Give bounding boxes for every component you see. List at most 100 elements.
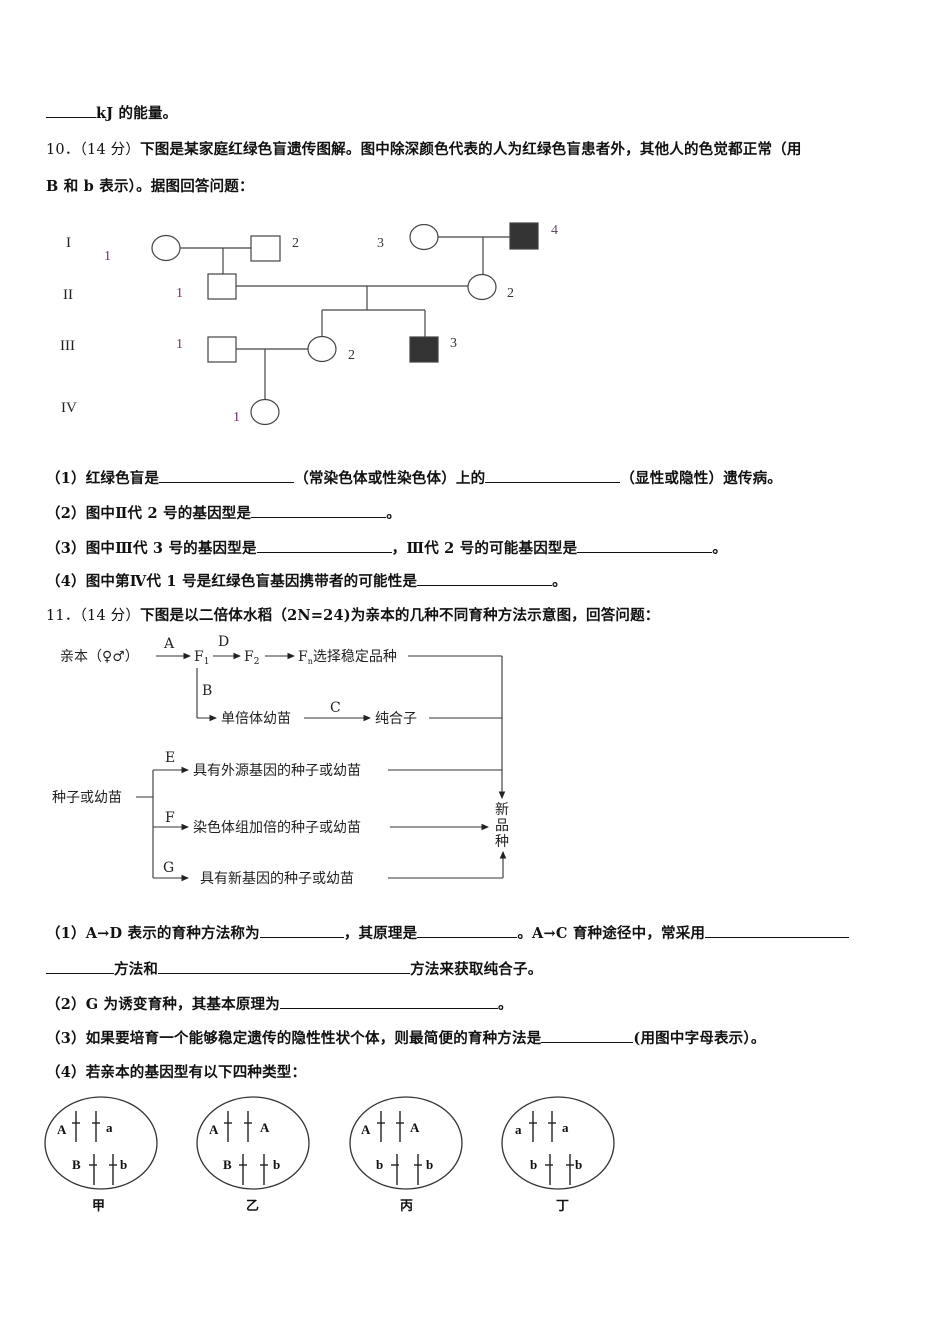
q11-sub3: （3）如果要培育一个能够稳定遗传的隐性性状个体，则最简便的育种方法是(用图中字母… — [46, 1027, 766, 1048]
arrow-label-C: C — [330, 700, 341, 716]
label-III2: 2 — [348, 348, 355, 363]
pedigree-III1-male — [207, 336, 237, 363]
q11-number: 11． — [46, 608, 80, 624]
allele-label: b — [120, 1157, 127, 1172]
node-new-variety-3: 种 — [495, 834, 509, 850]
allele-label: A — [209, 1122, 219, 1137]
gen-label-IV: IV — [61, 400, 77, 416]
arrow-label-D: D — [218, 634, 229, 650]
gen-label-I: I — [66, 235, 71, 251]
q11-stem: 11．（14 分）下图是以二倍体水稻（2N=24)为亲本的几种不同育种方法示意图… — [46, 604, 660, 625]
allele-label: B — [223, 1157, 232, 1172]
sub-text: ，Ⅲ代 2 号的可能基因型是 — [391, 540, 578, 557]
label-III1: 1 — [176, 337, 183, 352]
label-II2: 2 — [507, 286, 514, 301]
arrow-label-E: E — [165, 750, 175, 766]
label-IV1: 1 — [233, 410, 240, 425]
q11-sub4: （4）若亲本的基因型有以下四种类型： — [46, 1061, 306, 1082]
cell-caption: 丙 — [400, 1198, 413, 1213]
label-I3: 3 — [377, 236, 384, 251]
sub-text: 图中Ⅱ代 2 号的基因型是 — [85, 505, 252, 522]
node-seed: 种子或幼苗 — [52, 790, 122, 806]
q10-score: （14 分） — [79, 142, 141, 158]
label-III3: 3 — [450, 336, 457, 351]
node-new-variety-1: 新 — [495, 802, 509, 818]
q10-stem-text2: B 和 b 表示）。据图回答问题： — [46, 178, 254, 195]
breeding-flowchart: 亲本（♀♂） F1 F2 Fn选择稳定品种 单倍体幼苗 纯合子 种子或幼苗 具有… — [52, 634, 509, 887]
sub-text: 。 — [386, 505, 401, 522]
allele-label: b — [426, 1157, 433, 1172]
answer-blank[interactable] — [705, 923, 850, 938]
node-F2: F2 — [244, 649, 259, 667]
allele-label: b — [530, 1157, 537, 1172]
sub-prefix: （2） — [46, 996, 86, 1013]
sub-text: 红绿色盲是 — [85, 470, 160, 487]
arrow-label-A: A — [163, 636, 175, 652]
node-Fn: Fn选择稳定品种 — [298, 649, 397, 666]
label-I2: 2 — [292, 236, 299, 251]
answer-blank[interactable] — [259, 923, 344, 938]
sub-text: 。A→C 育种途径中，常采用 — [517, 925, 706, 942]
pedigree-I4-male-affected — [509, 222, 539, 250]
node-pure: 纯合子 — [375, 711, 417, 727]
node-G-target: 具有新基因的种子或幼苗 — [200, 870, 354, 887]
cell-bing: A A b b 丙 — [349, 1096, 463, 1213]
answer-blank[interactable] — [46, 959, 114, 974]
answer-blank[interactable] — [485, 468, 621, 483]
sub-text: 图中Ⅲ代 3 号的基因型是 — [85, 540, 257, 557]
arrow-label-B: B — [202, 683, 212, 699]
sub-prefix: （4） — [46, 1064, 86, 1081]
gen-label-II: II — [63, 287, 73, 303]
q10-stem-line2: B 和 b 表示）。据图回答问题： — [46, 175, 254, 196]
answer-blank[interactable] — [417, 923, 518, 938]
q10-sub2: （2）图中Ⅱ代 2 号的基因型是 。 — [46, 502, 401, 523]
allele-label: A — [260, 1120, 270, 1135]
node-haploid: 单倍体幼苗 — [221, 711, 291, 727]
node-F1: F1 — [194, 649, 209, 667]
q10-stem-line1: 10．（14 分）下图是某家庭红绿色盲遗传图解。图中除深颜色代表的人为红绿色盲患… — [46, 138, 802, 159]
node-F-target: 染色体组加倍的种子或幼苗 — [193, 819, 361, 836]
label-II1: 1 — [176, 286, 183, 301]
answer-blank[interactable] — [158, 959, 411, 974]
q10-sub1: （1）红绿色盲是（常染色体或性染色体）上的（显性或隐性）遗传病。 — [46, 467, 782, 488]
allele-label: b — [575, 1157, 582, 1172]
sub-prefix: （4） — [46, 573, 86, 590]
sub-text: （显性或隐性）遗传病。 — [620, 470, 783, 487]
allele-label: a — [562, 1120, 569, 1135]
sub-text: 如果要培育一个能够稳定遗传的隐性性状个体，则最简便的育种方法是 — [85, 1030, 542, 1047]
q10-number: 10． — [46, 142, 80, 158]
pedigree-II1-male — [207, 273, 237, 300]
allele-label: a — [515, 1122, 522, 1137]
allele-label: b — [376, 1157, 383, 1172]
pedigree-I3-female — [409, 223, 439, 251]
arrow-label-G: G — [163, 860, 174, 876]
answer-blank[interactable] — [159, 468, 295, 483]
answer-blank[interactable] — [577, 538, 713, 553]
q10-sub4: （4）图中第Ⅳ代 1 号是红绿色盲基因携带者的可能性是 。 — [46, 570, 567, 591]
genotype-cells: A a B b 甲 A A B b 乙 A A b b 丙 — [44, 1096, 615, 1213]
allele-label: a — [106, 1120, 113, 1135]
sub-text: A→D 表示的育种方法称为 — [85, 925, 260, 942]
sub-text: G 为诱变育种，其基本原理为 — [85, 996, 280, 1013]
answer-blank[interactable] — [541, 1028, 634, 1043]
sub-prefix: （2） — [46, 505, 86, 522]
sub-text: 方法来获取纯合子。 — [410, 961, 543, 978]
cell-jia: A a B b 甲 — [44, 1096, 158, 1213]
answer-blank[interactable] — [256, 538, 392, 553]
sub-prefix: （3） — [46, 540, 86, 557]
answer-blank[interactable] — [279, 994, 498, 1009]
allele-label: A — [410, 1120, 420, 1135]
cell-caption: 丁 — [556, 1198, 569, 1213]
q11-stem-text: 下图是以二倍体水稻（2N=24)为亲本的几种不同育种方法示意图，回答问题： — [140, 607, 660, 624]
answer-blank[interactable] — [251, 503, 387, 518]
q11-sub1-line2: 方法和方法来获取纯合子。 — [46, 958, 542, 979]
allele-label: A — [57, 1122, 67, 1137]
tail-text: kJ 的能量。 — [96, 105, 178, 122]
cell-ding: a a b b 丁 — [501, 1096, 615, 1213]
cell-caption: 乙 — [246, 1198, 259, 1213]
sub-text: 。 — [552, 573, 567, 590]
sub-text: 图中第Ⅳ代 1 号是红绿色盲基因携带者的可能性是 — [85, 573, 418, 590]
sub-text: 。 — [497, 996, 513, 1013]
q11-sub1-line1: （1）A→D 表示的育种方法称为，其原理是。A→C 育种途径中，常采用 — [46, 922, 850, 943]
answer-blank[interactable] — [417, 571, 553, 586]
